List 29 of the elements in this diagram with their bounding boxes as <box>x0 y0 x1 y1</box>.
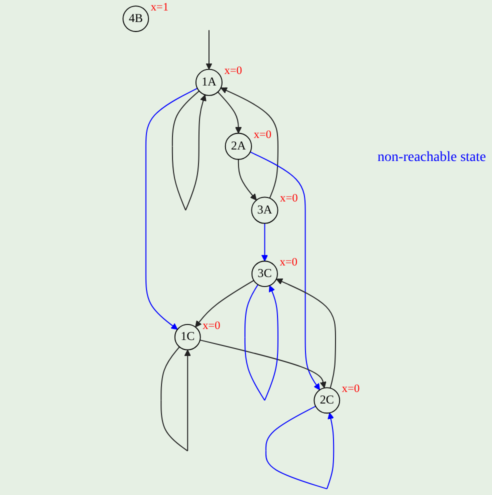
arrow <box>205 30 212 70</box>
state-output-label: x=0 <box>280 192 298 205</box>
state-output-label: x=0 <box>224 64 242 77</box>
state-output-label: x=0 <box>253 128 271 141</box>
node-circle: 1A <box>195 68 222 96</box>
arrow <box>264 406 334 490</box>
node-circle: 2C <box>313 387 340 414</box>
arrow <box>194 280 254 328</box>
node-circle: 4B <box>122 6 148 32</box>
arrow <box>260 222 268 262</box>
arrow <box>276 278 336 389</box>
arrow <box>249 151 320 390</box>
arrow <box>216 92 242 134</box>
state-output-label: x=1 <box>150 2 168 14</box>
arrow <box>144 88 198 330</box>
state-output-label: x=0 <box>341 383 360 396</box>
arrow <box>220 87 278 199</box>
node-circle: 1C <box>174 324 200 350</box>
arrow <box>244 284 278 401</box>
node-circle: 2A <box>224 132 252 160</box>
arrow <box>237 158 256 200</box>
state-output-label: x=0 <box>279 256 297 269</box>
arrow <box>199 340 326 388</box>
node-circle: 3C <box>251 260 278 288</box>
arrow <box>160 346 190 452</box>
node-circle: 3A <box>250 196 278 224</box>
note-text: non-reachable state <box>378 150 486 166</box>
state-output-label: x=0 <box>202 320 220 332</box>
arrow <box>171 90 206 211</box>
